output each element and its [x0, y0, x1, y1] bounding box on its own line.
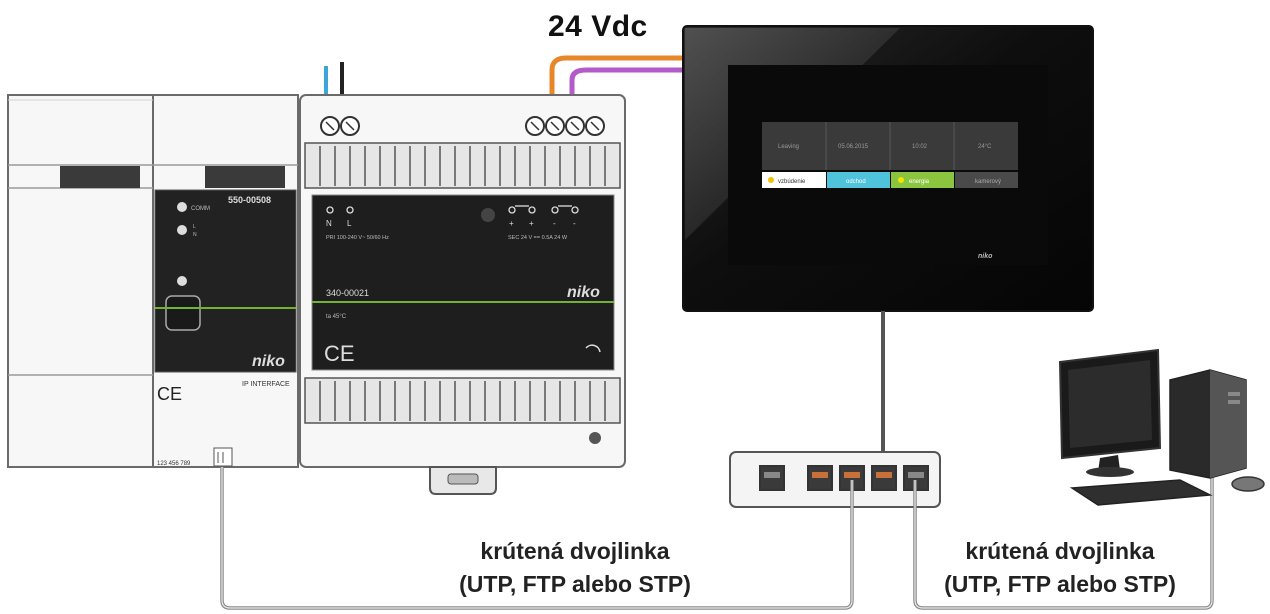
status-cell: Leaving: [778, 144, 799, 150]
orange-wire: [549, 55, 690, 95]
keyboard: [1069, 479, 1213, 506]
terminal-mark-plus: +: [529, 219, 534, 228]
ip-interface-module: 550-00508 COMM L N niko CE IP INTERFACE …: [154, 189, 297, 467]
cable-label-line2: (UTP, FTP alebo STP): [459, 571, 691, 597]
led-label-l: L: [193, 224, 196, 230]
cable-label-right: krútená dvojlinka (UTP, FTP alebo STP): [925, 535, 1195, 601]
bulb-icon: [898, 177, 904, 183]
screen-button-label: energia: [909, 179, 930, 185]
psu-ce-mark: CE: [324, 341, 355, 366]
screen-brand: niko: [978, 253, 993, 260]
cable-label-line1: krútená dvojlinka: [965, 538, 1155, 564]
led-label-comm: COMM: [191, 206, 210, 212]
interface-brand: niko: [252, 353, 285, 370]
mouse: [1231, 476, 1265, 492]
bulb-icon: [768, 177, 774, 183]
computer: [1058, 348, 1265, 506]
psu-brand: niko: [567, 284, 600, 301]
status-bar: Leaving 05.06.2015 10:02 24°C: [762, 122, 1018, 170]
output-spec: SEC 24 V == 0.5A 24 W: [508, 235, 568, 241]
status-cell: 10:02: [912, 144, 928, 150]
cable-left-inner: [221, 467, 853, 609]
screen-button-label: vzbúdenie: [778, 179, 806, 185]
psu-temp-rating: ta 45°C: [326, 314, 347, 320]
led-label-n: N: [193, 232, 197, 238]
terminal-mark-minus: -: [553, 219, 556, 228]
screen-button-label: kamerový: [975, 179, 1001, 185]
interface-part-number: 550-00508: [228, 195, 271, 205]
terminal-mark-n: N: [326, 219, 332, 228]
interface-ce-mark: CE: [157, 384, 182, 404]
cable-label-line1: krútená dvojlinka: [480, 538, 670, 564]
psu-part-number: 340-00021: [326, 288, 369, 298]
touchscreen: Leaving 05.06.2015 10:02 24°C vzbúdenie …: [682, 25, 1094, 312]
cable-right-inner: [914, 478, 1213, 609]
power-supply-module: N L + + - - PRI 100-240 V~ 50/60 Hz SEC …: [299, 94, 626, 495]
twisted-pair-cables: [220, 467, 1214, 610]
status-cell: 05.06.2015: [838, 144, 869, 150]
screen-button-wakeup: [762, 172, 826, 188]
screen-button-energy: [891, 172, 954, 188]
interface-model-label: IP INTERFACE: [242, 381, 290, 388]
screen-button-label: odchod: [846, 179, 866, 185]
adjust-knob-icon: [585, 344, 601, 353]
status-cell: 24°C: [978, 144, 992, 150]
screen-button-departure: [827, 172, 890, 188]
input-spec: PRI 100-240 V~ 50/60 Hz: [326, 235, 389, 241]
terminal-mark-plus: +: [509, 219, 514, 228]
power-wires: [324, 55, 690, 95]
network-switch: [729, 311, 941, 508]
screen-buttons: vzbúdenie odchod energia kamerový: [762, 172, 1018, 188]
screen-button-camera: [955, 172, 1018, 188]
cable-label-left: krútená dvojlinka (UTP, FTP alebo STP): [440, 535, 710, 601]
terminal-mark-l: L: [347, 219, 352, 228]
terminal-mark-minus: -: [573, 219, 576, 228]
cable-label-line2: (UTP, FTP alebo STP): [944, 571, 1176, 597]
voltage-label: 24 Vdc: [548, 10, 648, 43]
interface-serial: 123 456 789: [157, 461, 191, 467]
purple-wire: [569, 67, 690, 95]
